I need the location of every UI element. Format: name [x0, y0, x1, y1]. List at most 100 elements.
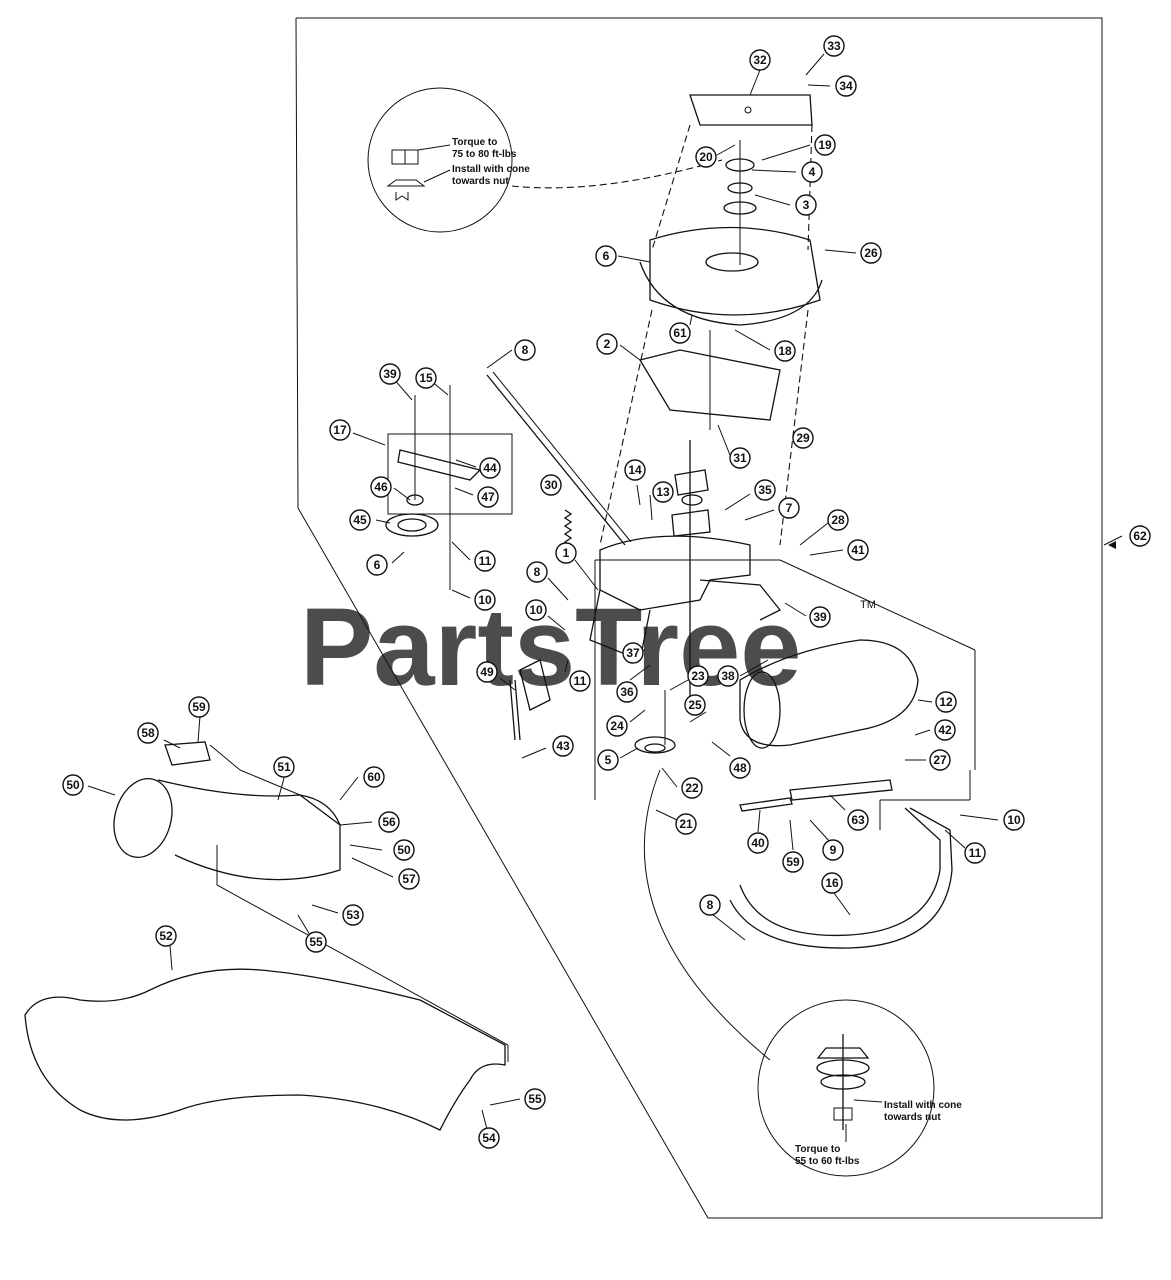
callout-10: 10: [474, 589, 496, 611]
top-install-line-1: Install with cone: [452, 164, 530, 175]
top-detail-circle: [367, 87, 513, 233]
svg-text:27: 27: [933, 753, 947, 767]
callout-54: 54: [478, 1127, 500, 1149]
callout-37: 37: [622, 642, 644, 664]
svg-text:37: 37: [626, 646, 640, 660]
top-install-line-2: towards nut: [452, 176, 509, 187]
callout-39: 39: [809, 606, 831, 628]
callout-51: 51: [273, 756, 295, 778]
svg-text:26: 26: [864, 246, 878, 260]
svg-text:50: 50: [66, 778, 80, 792]
svg-text:12: 12: [939, 695, 953, 709]
svg-text:39: 39: [383, 367, 397, 381]
callout-30: 7: [778, 497, 800, 519]
svg-text:47: 47: [481, 490, 495, 504]
svg-text:43: 43: [556, 739, 570, 753]
callout-40: 40: [747, 832, 769, 854]
svg-text:57: 57: [402, 872, 416, 886]
svg-text:4: 4: [809, 165, 816, 179]
callout-60: 60: [363, 766, 385, 788]
svg-text:60: 60: [367, 770, 381, 784]
svg-text:36: 36: [620, 685, 634, 699]
idler-pulley: [385, 513, 439, 537]
svg-text:24: 24: [610, 719, 624, 733]
svg-text:51: 51: [277, 760, 291, 774]
svg-text:63: 63: [851, 813, 865, 827]
callout-38: 38: [717, 665, 739, 687]
svg-text:29: 29: [796, 431, 810, 445]
svg-text:31: 31: [733, 451, 747, 465]
svg-text:28: 28: [831, 513, 845, 527]
callout-39: 39: [379, 363, 401, 385]
leader-lines: [87, 53, 1123, 1134]
callout-63: 63: [847, 809, 869, 831]
callout-61: 61: [669, 322, 691, 344]
callout-41: 41: [847, 539, 869, 561]
callout-10: 10: [525, 599, 547, 621]
svg-text:42: 42: [938, 723, 952, 737]
callout-4: 4: [801, 161, 823, 183]
svg-text:55: 55: [309, 935, 323, 949]
callout-50: 50: [393, 839, 415, 861]
arrow-62: [1108, 541, 1116, 549]
handle-tube: [739, 807, 941, 937]
callout-59: 59: [188, 696, 210, 718]
svg-text:16: 16: [825, 876, 839, 890]
svg-text:30: 30: [544, 478, 558, 492]
callout-34: 34: [835, 75, 857, 97]
bottom-install-line-2: towards nut: [884, 1112, 941, 1123]
callout-6: 6: [595, 245, 617, 267]
callout-18: 18: [774, 340, 796, 362]
svg-text:14: 14: [628, 463, 642, 477]
callout-23: 23: [687, 665, 709, 687]
svg-text:10: 10: [529, 603, 543, 617]
impeller-bracket: [638, 349, 781, 421]
callout-56: 56: [378, 811, 400, 833]
svg-text:8: 8: [522, 343, 529, 357]
callout-32: 32: [749, 49, 771, 71]
bottom-torque-line-1: Torque to: [795, 1144, 840, 1155]
svg-text:62: 62: [1133, 529, 1147, 543]
callout-8: 8: [526, 561, 548, 583]
chute-elbow: [157, 779, 341, 881]
callout-1: 1: [555, 542, 577, 564]
callout-8: 8: [699, 894, 721, 916]
callout-42: 42: [934, 719, 956, 741]
watermark-text: PartsTree: [300, 586, 801, 709]
callout-11: 11: [569, 670, 591, 692]
svg-text:8: 8: [534, 565, 541, 579]
callout-5: 5: [597, 749, 619, 771]
svg-text:49: 49: [480, 665, 494, 679]
svg-text:21: 21: [679, 817, 693, 831]
top-torque-line-2: 75 to 80 ft-lbs: [452, 149, 517, 160]
svg-text:25: 25: [688, 698, 702, 712]
callout-19: 19: [814, 134, 836, 156]
svg-text:9: 9: [830, 843, 837, 857]
chute-bracket: [164, 741, 211, 766]
svg-text:10: 10: [478, 593, 492, 607]
callout-11: 11: [964, 842, 986, 864]
svg-text:19: 19: [818, 138, 832, 152]
svg-text:5: 5: [605, 753, 612, 767]
callout-9: 9: [822, 839, 844, 861]
callout-group: 32 33 34 20 19 4 3 26 6 61 18 2 8 39 15 …: [62, 35, 1151, 1149]
bottom-detail-circle: [757, 999, 935, 1177]
svg-text:11: 11: [969, 846, 982, 860]
svg-text:61: 61: [673, 326, 687, 340]
svg-text:6: 6: [603, 249, 610, 263]
callout-55: 55: [524, 1088, 546, 1110]
scraper-bar: [789, 779, 893, 801]
callout-22: 22: [681, 777, 703, 799]
svg-text:50: 50: [397, 843, 411, 857]
svg-text:23: 23: [691, 669, 705, 683]
chute-group-boundary: [216, 845, 509, 1062]
svg-text:17: 17: [333, 423, 347, 437]
callout-7: 30: [540, 474, 562, 496]
callout-44: 44: [479, 457, 501, 479]
callout-49: 49: [476, 661, 498, 683]
callout-31: 31: [729, 447, 751, 469]
tie-rod: [486, 374, 626, 546]
callout-12: 12: [935, 691, 957, 713]
callout-11: 11: [474, 550, 496, 572]
